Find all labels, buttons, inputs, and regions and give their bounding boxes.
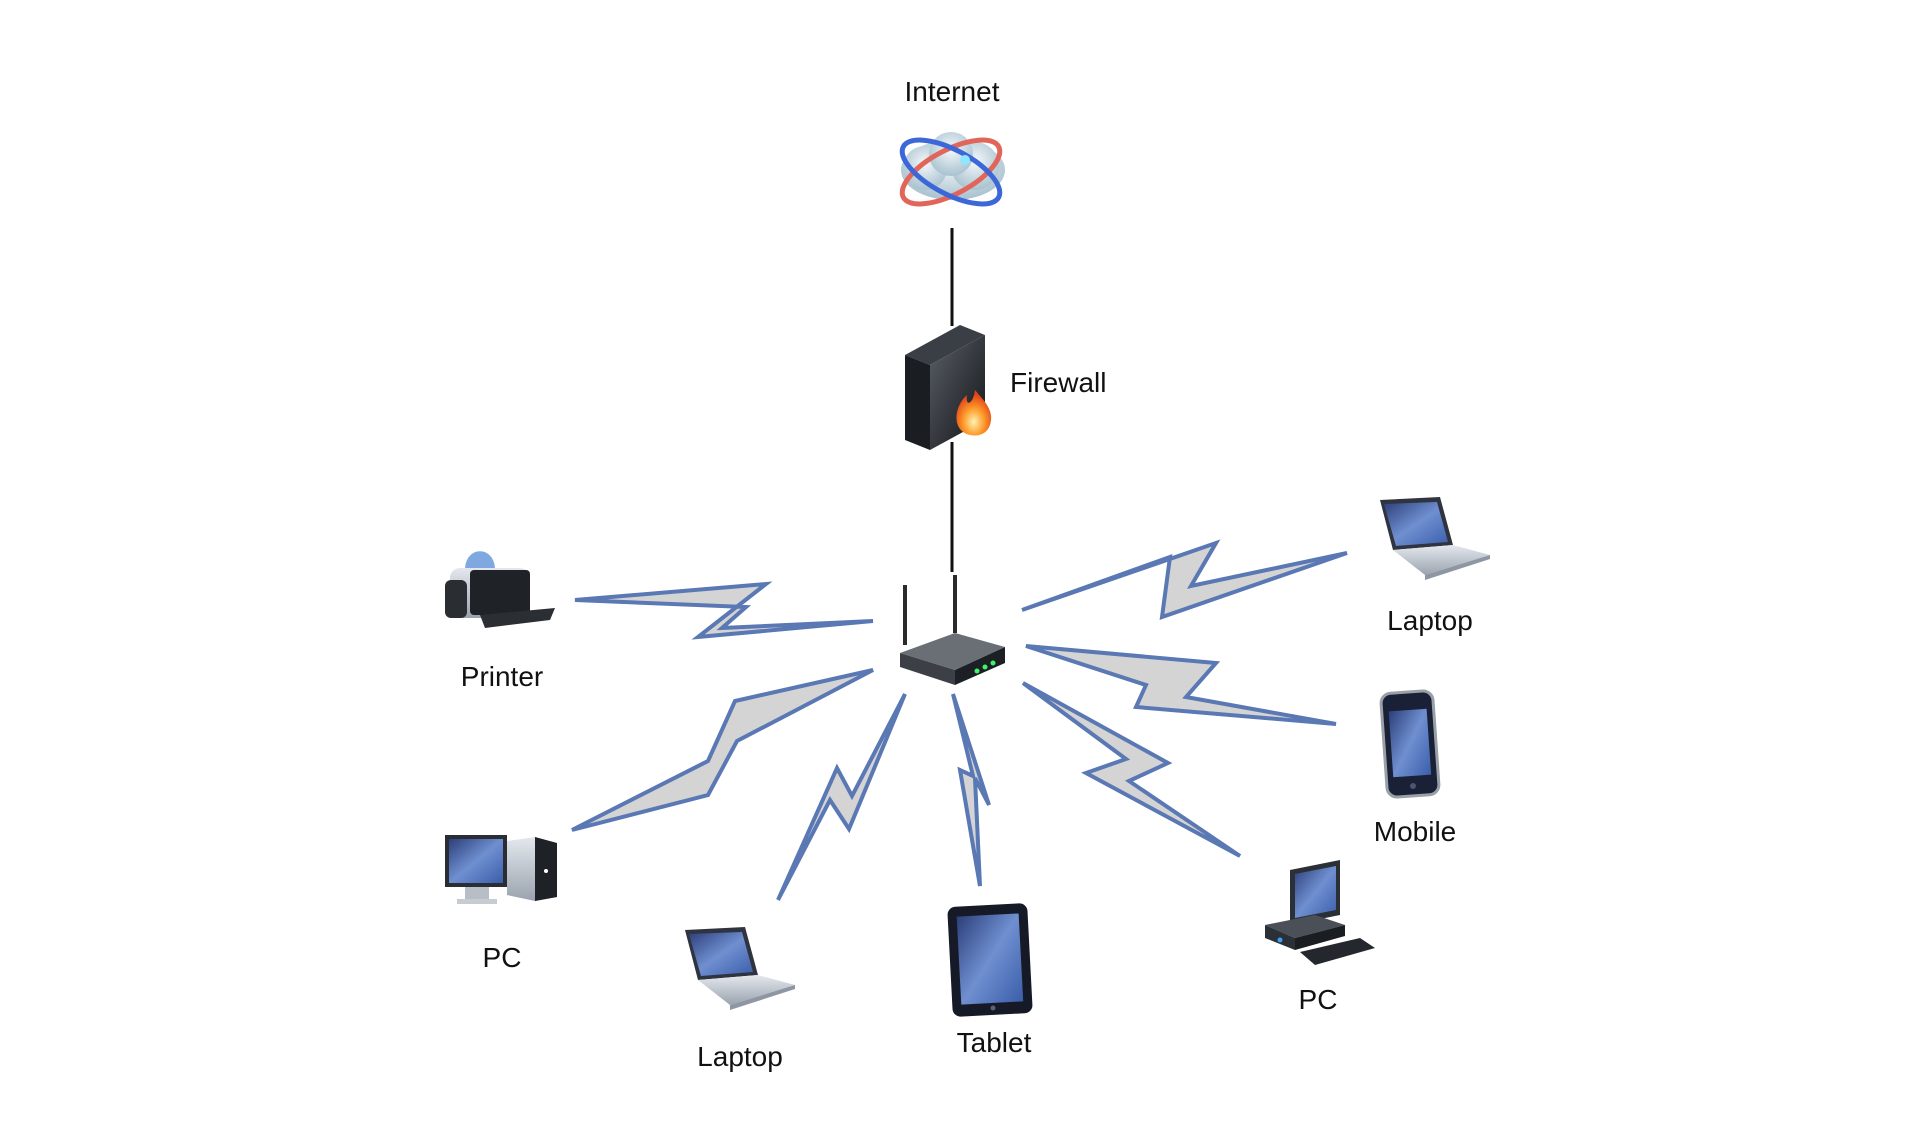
edge-router-pc-right bbox=[1021, 681, 1242, 858]
node-label-pc-right: PC bbox=[1298, 984, 1338, 1015]
laptop-icon[interactable] bbox=[685, 927, 795, 1010]
edge-router-laptop-bottom bbox=[776, 693, 907, 901]
edge-router-pc-left bbox=[571, 668, 874, 832]
node-label-printer: Printer bbox=[460, 661, 544, 692]
internet-cloud-icon[interactable] bbox=[893, 127, 1009, 217]
wireless-router-icon[interactable] bbox=[900, 575, 1005, 685]
node-label-laptop-right: Laptop bbox=[1387, 605, 1473, 636]
edge-router-printer bbox=[574, 581, 874, 640]
laptop-icon[interactable] bbox=[1380, 497, 1490, 580]
tablet-icon[interactable] bbox=[947, 903, 1033, 1017]
node-label-internet: Internet bbox=[904, 76, 1000, 107]
desktop-pc-icon[interactable] bbox=[1265, 860, 1375, 965]
node-label-tablet: Tablet bbox=[956, 1027, 1032, 1058]
node-label-firewall: Firewall bbox=[1010, 367, 1107, 398]
edge-router-tablet bbox=[951, 693, 991, 887]
node-label-mobile: Mobile bbox=[1373, 816, 1457, 847]
node-label-pc-left: PC bbox=[482, 942, 522, 973]
edge-router-mobile bbox=[1025, 644, 1337, 726]
wireless-links bbox=[571, 539, 1348, 901]
printer-icon[interactable] bbox=[445, 551, 555, 628]
firewall-icon[interactable] bbox=[905, 325, 992, 450]
mobile-phone-icon[interactable] bbox=[1379, 689, 1441, 799]
desktop-tower-pc-icon[interactable] bbox=[445, 835, 557, 904]
edge-router-laptop-right bbox=[1021, 539, 1348, 620]
node-label-laptop-bottom: Laptop bbox=[697, 1041, 783, 1072]
